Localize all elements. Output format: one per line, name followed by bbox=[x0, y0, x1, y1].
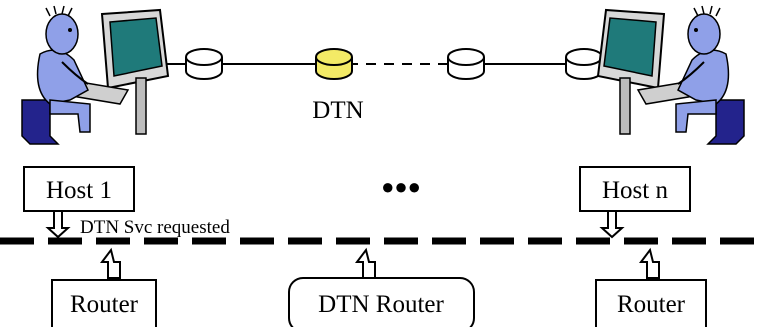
ellipsis-label: ●●● bbox=[381, 174, 421, 199]
dtn-router-box bbox=[288, 277, 475, 327]
node-4 bbox=[565, 48, 603, 80]
node-1 bbox=[185, 48, 223, 80]
router-left-up-arrow bbox=[100, 247, 121, 279]
dtn-node bbox=[315, 48, 353, 80]
user-left-illustration bbox=[21, 5, 169, 145]
node-3 bbox=[447, 48, 485, 80]
host-n-box bbox=[579, 166, 691, 212]
router-right-up-arrow bbox=[639, 247, 660, 279]
host-1-down-arrow bbox=[45, 210, 71, 239]
router-left-box bbox=[51, 279, 157, 327]
dtn-router-up-arrow bbox=[355, 247, 376, 279]
router-right-box bbox=[595, 279, 707, 327]
host-1-label: Host 1 bbox=[46, 177, 112, 204]
host-1-box bbox=[23, 166, 135, 212]
dtn-router-label: DTN Router bbox=[318, 291, 444, 318]
dtn-label: DTN bbox=[312, 97, 363, 124]
request-label: DTN Svc requested bbox=[80, 217, 230, 238]
router-left-label: Router bbox=[70, 291, 139, 318]
host-n-label: Host n bbox=[602, 177, 668, 204]
user-right-illustration bbox=[597, 5, 745, 145]
router-right-label: Router bbox=[617, 291, 686, 318]
host-n-down-arrow bbox=[599, 210, 625, 239]
